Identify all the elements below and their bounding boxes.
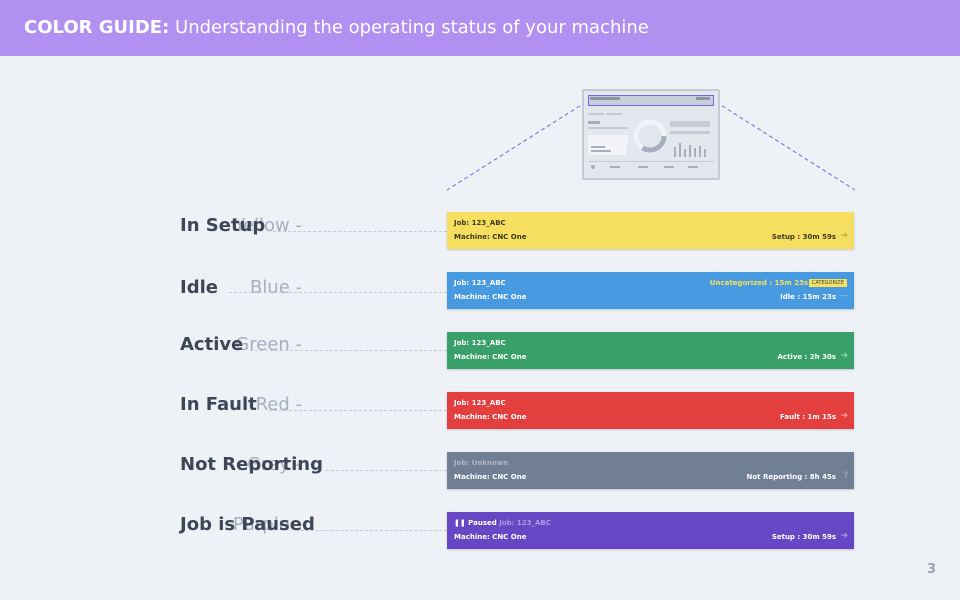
title-rest: Understanding the operating status of yo…	[175, 17, 649, 38]
guide-status-grey: Not Reporting	[180, 454, 323, 475]
categorize-button[interactable]: CATEGORIZE	[808, 279, 847, 287]
connector-line	[296, 530, 447, 531]
guide-status-label: Idle	[180, 277, 218, 298]
machine-label: Machine: CNC One	[454, 533, 527, 541]
paused-row: ❚❚ Paused Job: 123_ABC	[454, 519, 551, 527]
job-label: Job: 123_ABC	[499, 519, 551, 527]
job-label: Job: 123_ABC	[454, 399, 506, 407]
guide-item-grey: Grey -	[247, 454, 302, 475]
paused-label: Paused	[468, 519, 497, 527]
guide-color-label: Yellow -	[234, 215, 302, 236]
dashboard-thumbnail	[582, 89, 720, 180]
guide-status-label: In Fault	[180, 394, 257, 415]
guide-color-label: Grey -	[247, 454, 302, 475]
arrow-icon: ➜	[840, 411, 848, 421]
guide-color-label: Green -	[235, 334, 302, 355]
guide-status-purple: Job is Paused	[180, 514, 315, 535]
guide-item-blue: Blue -	[250, 277, 302, 298]
page-number: 3	[926, 562, 936, 577]
guide-color-label: Blue -	[249, 277, 302, 298]
header-banner: COLOR GUIDE: Understanding the operating…	[0, 0, 960, 56]
title-bold: COLOR GUIDE:	[24, 17, 170, 38]
connector-line	[269, 410, 447, 411]
job-label: Job: 123_ABC	[454, 219, 506, 227]
status-duration: Idle : 15m 23s	[780, 293, 836, 301]
machine-label: Machine: CNC One	[454, 473, 527, 481]
question-icon: ?	[843, 471, 848, 481]
thumbnail-content	[588, 97, 714, 169]
guide-color-label: Purple -	[232, 514, 302, 535]
machine-label: Machine: CNC One	[454, 413, 527, 421]
job-label: Job: 123_ABC	[454, 279, 506, 287]
guide-item-yellow: Yellow -	[234, 215, 302, 236]
status-duration: Fault : 1m 15s	[779, 413, 836, 421]
guide-status-label: Active	[180, 334, 244, 355]
status-bar-paused[interactable]: ❚❚ Paused Job: 123_ABC Machine: CNC One …	[447, 512, 854, 549]
status-duration: Not Reporting : 8h 45s	[746, 473, 836, 481]
machine-label: Machine: CNC One	[454, 293, 527, 301]
thumbnail-status-bar	[588, 95, 714, 106]
connector-line	[229, 292, 447, 293]
arrow-icon: ➜	[840, 351, 848, 361]
guide-item-purple: Purple -	[233, 514, 302, 535]
connector-line	[273, 231, 447, 232]
guide-status-label: Not Reporting	[180, 454, 323, 475]
job-label: Job: Unknown	[454, 459, 509, 467]
dash-icon: —	[839, 291, 848, 301]
guide-status-red: In Fault	[180, 394, 257, 415]
arrow-icon: ➜	[840, 231, 848, 241]
connector-line	[326, 470, 447, 471]
status-duration: Active : 2h 30s	[777, 353, 837, 361]
connector-line	[250, 350, 447, 351]
job-label: Job: 123_ABC	[454, 339, 506, 347]
guide-status-label: In Setup	[180, 215, 266, 236]
guide-item-green: Green -	[235, 334, 302, 355]
status-duration: Setup : 30m 59s	[771, 533, 836, 541]
status-bar-fault[interactable]: Job: 123_ABC Machine: CNC One Fault : 1m…	[447, 392, 854, 429]
status-duration: Setup : 30m 59s	[771, 233, 836, 241]
pause-icon: ❚❚	[454, 519, 466, 527]
status-bar-idle[interactable]: Job: 123_ABC Uncategorized : 15m 23s CAT…	[447, 272, 854, 309]
status-bar-not-reporting[interactable]: Job: Unknown Machine: CNC One Not Report…	[447, 452, 854, 489]
machine-label: Machine: CNC One	[454, 233, 527, 241]
guide-status-label: Job is Paused	[180, 514, 315, 535]
status-bar-active[interactable]: Job: 123_ABC Machine: CNC One Active : 2…	[447, 332, 854, 369]
guide-status-yellow: In Setup	[180, 215, 265, 236]
arrow-icon: ➜	[840, 531, 848, 541]
machine-label: Machine: CNC One	[454, 353, 527, 361]
guide-item-red: Red -	[256, 394, 302, 415]
guide-status-blue: Idle	[180, 277, 218, 298]
status-bar-setup[interactable]: Job: 123_ABC Machine: CNC One Setup : 30…	[447, 212, 854, 249]
page-title: COLOR GUIDE: Understanding the operating…	[24, 17, 649, 38]
uncategorized-label: Uncategorized : 15m 23s	[709, 279, 808, 287]
guide-status-green: Active	[180, 334, 243, 355]
guide-color-label: Red -	[255, 394, 302, 415]
